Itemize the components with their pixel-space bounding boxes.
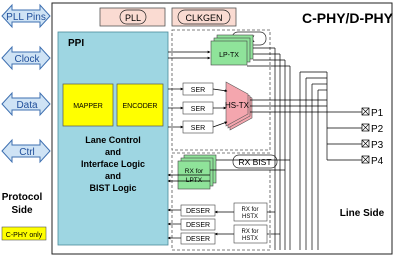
protocol-side-label: Side xyxy=(11,205,33,216)
svg-text:RX for: RX for xyxy=(241,229,258,235)
pin-p1: P1 xyxy=(361,107,384,119)
tx-region xyxy=(171,29,271,151)
signal-arrow-pll-pins: PLL Pins xyxy=(1,3,51,29)
svg-text:P2: P2 xyxy=(371,124,384,135)
deser-block xyxy=(180,204,216,217)
deser-label: DESER xyxy=(186,236,210,243)
deser-label: DESER xyxy=(186,208,210,215)
cphy-only-label: C-PHY only xyxy=(6,232,43,239)
rx-lptx-block: RX for LPTX xyxy=(177,154,217,190)
svg-text:HSTX: HSTX xyxy=(242,236,258,242)
pin-p3: P3 xyxy=(361,139,384,151)
signal-wires xyxy=(167,47,362,250)
ppi-logic-text: Lane Control and Interface Logic and BIS… xyxy=(81,135,145,193)
svg-text:Lane Control: Lane Control xyxy=(85,135,141,145)
ser-label: SER xyxy=(191,106,205,113)
svg-text:RX for: RX for xyxy=(241,207,258,213)
data-label: Data xyxy=(16,100,38,111)
svg-text:BIST Logic: BIST Logic xyxy=(90,183,137,193)
svg-text:P1: P1 xyxy=(371,108,384,119)
mapper-label: MAPPER xyxy=(73,103,103,110)
cphy-only-legend xyxy=(1,226,47,241)
svg-text:HS-TX: HS-TX xyxy=(225,101,250,110)
deser-block xyxy=(180,218,216,231)
rx-bist-badge: RX BIST xyxy=(238,157,271,167)
svg-text:and: and xyxy=(105,147,121,157)
rx-region xyxy=(171,152,271,251)
clock-label: Clock xyxy=(14,54,40,65)
svg-text:Interface Logic: Interface Logic xyxy=(81,159,145,169)
mapper-block xyxy=(62,83,114,127)
pll-label: PLL xyxy=(125,13,141,23)
clkgen-label: CLKGEN xyxy=(185,13,222,23)
ser-label: SER xyxy=(191,125,205,132)
signal-arrow-ctrl: Ctrl xyxy=(1,138,51,164)
pll-pins-label: PLL Pins xyxy=(6,12,46,23)
deser-block xyxy=(180,232,216,245)
ppi-label: PPI xyxy=(68,38,84,49)
pll-block xyxy=(99,7,166,27)
svg-text:and: and xyxy=(105,171,121,181)
clkgen-block xyxy=(171,7,237,27)
encoder-label: ENCODER xyxy=(122,103,157,110)
signal-arrow-data: Data xyxy=(1,91,51,117)
svg-text:LPTX: LPTX xyxy=(186,177,203,184)
lp-tx-block: LP-TX xyxy=(210,34,254,66)
ctrl-label: Ctrl xyxy=(19,147,35,158)
pin-p4: P4 xyxy=(361,155,384,167)
svg-text:P3: P3 xyxy=(371,140,384,151)
phy-title: C-PHY/D-PHY xyxy=(302,10,394,26)
ppi-block xyxy=(57,31,169,246)
svg-text:HSTX: HSTX xyxy=(242,214,258,220)
svg-text:P4: P4 xyxy=(371,156,384,167)
line-side-label: Line Side xyxy=(340,208,385,219)
signal-arrow-clock: Clock xyxy=(1,45,51,71)
svg-text:RX for: RX for xyxy=(185,168,204,175)
encoder-block xyxy=(116,83,164,127)
protocol-side-label: Protocol xyxy=(2,192,43,203)
hs-tx-block: HS-TX xyxy=(225,81,253,131)
ser-label: SER xyxy=(191,87,205,94)
svg-text:LP-TX: LP-TX xyxy=(219,52,239,59)
deser-label: DESER xyxy=(186,222,210,229)
pin-p2: P2 xyxy=(361,123,384,135)
